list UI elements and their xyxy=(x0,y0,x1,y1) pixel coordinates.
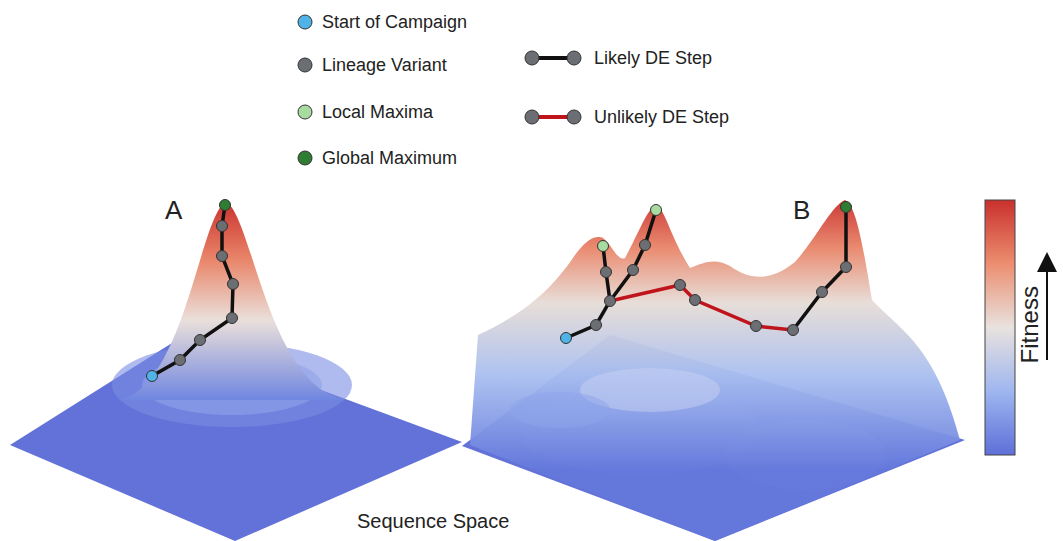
legend-text: Unlikely DE Step xyxy=(594,105,729,129)
legend-line-sample xyxy=(522,105,584,129)
legend-line-sample xyxy=(522,46,584,70)
panel-letter: A xyxy=(165,196,182,226)
legend-swatch xyxy=(296,100,314,124)
legend-text: Likely DE Step xyxy=(594,46,712,70)
panel-letter: B xyxy=(793,196,810,226)
legend-text: Start of Campaign xyxy=(322,10,467,34)
legend-text: Global Maximum xyxy=(322,146,457,170)
axis-label: Fitness xyxy=(1016,286,1044,363)
axis-label: Sequence Space xyxy=(357,510,509,533)
legend-swatch xyxy=(296,146,314,170)
legend-swatch xyxy=(296,53,314,77)
legend-text: Local Maxima xyxy=(322,100,433,124)
legend-swatch xyxy=(296,10,314,34)
legend-text: Lineage Variant xyxy=(322,53,447,77)
